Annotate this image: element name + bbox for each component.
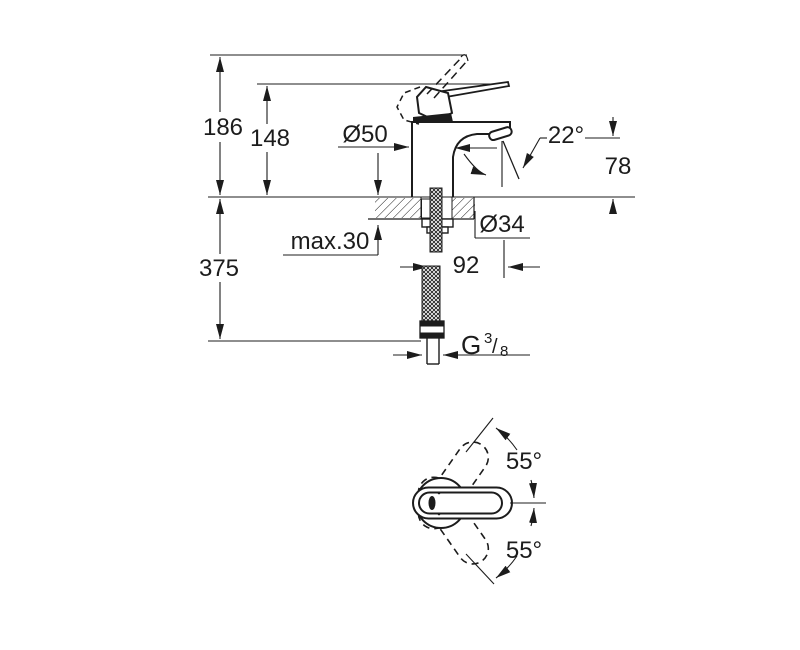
handle-base — [413, 113, 453, 122]
swivel-limit-lower-line — [465, 553, 495, 585]
thread-slash: / — [492, 336, 498, 358]
label-swivel-lower: 55° — [506, 537, 542, 564]
label-max-deck-thickness: max.30 — [291, 228, 370, 255]
handle-raised-dashed — [426, 56, 468, 99]
leader-body-diameter — [338, 143, 497, 152]
dim-mounting-depth: 375 — [199, 255, 239, 282]
swivel-limit-upper-line — [465, 417, 494, 453]
handle-front-dot — [428, 496, 436, 510]
handle-inner — [418, 491, 503, 515]
aerator — [488, 126, 513, 142]
handle — [396, 54, 511, 125]
dim-spout-projection: 92 — [453, 252, 480, 279]
label-swivel-upper: 55° — [506, 448, 542, 475]
hole-spacer — [421, 198, 431, 219]
braided-hose — [421, 265, 441, 322]
threaded-shank — [429, 187, 443, 253]
handle-knob-dashed — [396, 86, 421, 125]
dim-overall-height: 186 — [203, 114, 243, 141]
stream-angle-line — [502, 140, 520, 180]
dim-lever-height: 148 — [250, 125, 290, 152]
hose-pipe — [426, 338, 440, 365]
thread-numerator: 3 — [484, 330, 492, 347]
label-hole-diameter: Ø34 — [479, 211, 524, 238]
leader-stream-angle — [522, 137, 620, 169]
label-stream-angle: 22° — [548, 122, 584, 149]
deck-section — [368, 197, 475, 220]
supply-hose — [419, 187, 454, 365]
top-view — [412, 417, 546, 585]
thread-size-label: G 3 / 8 — [461, 330, 508, 360]
label-body-diameter: Ø50 — [342, 121, 387, 148]
thread-denominator: 8 — [500, 343, 508, 360]
faucet-outline — [411, 121, 520, 197]
thread-letter: G — [461, 330, 481, 360]
flow-arc — [463, 153, 487, 176]
dim-spout-height: 78 — [605, 153, 632, 180]
leader-max-deck-thickness — [283, 153, 382, 256]
swivel-angle-arcs — [495, 427, 537, 579]
handle-swivel-down-dashed — [417, 476, 490, 565]
side-view — [208, 54, 635, 365]
